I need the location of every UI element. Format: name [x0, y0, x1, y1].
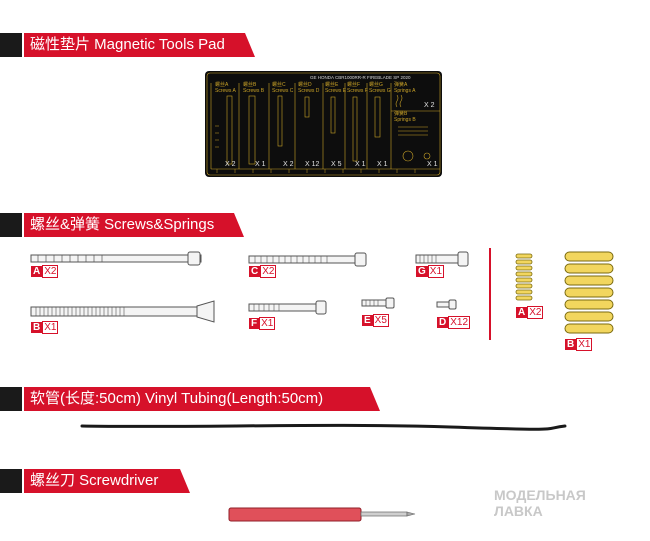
part-code: E	[362, 315, 373, 326]
pad-spring-b-cn: 弹簧B	[394, 110, 408, 117]
header-title: 磁性垫片 Magnetic Tools Pad	[24, 33, 255, 57]
screws-springs-drawing	[30, 248, 614, 340]
pad-header: GE HONDA CBR1000RR-R FIREBLADE SP 2020	[310, 75, 411, 80]
pad-col-f-cn: 螺丝F	[347, 81, 360, 88]
magnetic-tools-pad: GE HONDA CBR1000RR-R FIREBLADE SP 2020	[205, 71, 442, 177]
part-code: B	[565, 339, 577, 350]
section-header-driver: 螺丝刀 Screwdriver	[0, 469, 195, 493]
pad-col-f-en: Screws F	[347, 88, 368, 94]
screw-g	[415, 251, 469, 267]
pad-count-d: X 12	[305, 161, 320, 168]
watermark-line-1: МОДЕЛЬНАЯ	[494, 487, 586, 503]
pad-col-g-cn: 螺丝G	[369, 81, 383, 88]
pad-col-c-en: Screws C	[272, 88, 294, 94]
part-qty: X5	[372, 314, 389, 327]
part-qty: X1	[576, 338, 593, 351]
screw-f	[248, 300, 327, 315]
pad-col-c-cn: 螺丝C	[272, 81, 286, 88]
pad-col-d-en: Screws D	[298, 88, 320, 94]
part-qty: X1	[427, 265, 445, 278]
pad-drawing: GE HONDA CBR1000RR-R FIREBLADE SP 2020	[206, 72, 441, 176]
section-header-screws: 螺丝&弹簧 Screws&Springs	[0, 213, 250, 237]
header-marker	[0, 387, 22, 411]
header-title: 软管(长度:50cm) Vinyl Tubing(Length:50cm)	[24, 387, 380, 411]
vinyl-tubing	[80, 423, 567, 431]
part-code: D	[437, 317, 449, 328]
pad-count-b: X 1	[255, 161, 266, 168]
pad-spring-a-en: Springs A	[394, 88, 416, 94]
spring-b	[564, 251, 614, 334]
header-marker	[0, 33, 22, 57]
part-qty: X12	[448, 316, 471, 329]
pad-col-g-en: Screws G	[369, 88, 391, 94]
part-code: A	[516, 307, 528, 318]
pad-col-e-en: Screws E	[325, 88, 347, 94]
pad-count-spring-a: X 2	[424, 102, 435, 109]
part-code: F	[249, 318, 260, 329]
watermark-line-2: ЛАВКА	[494, 503, 543, 519]
part-qty: X1	[42, 321, 59, 334]
part-code: G	[416, 266, 428, 277]
spring-a	[515, 253, 533, 301]
header-marker	[0, 469, 22, 493]
pad-col-a-en: Screws A	[215, 88, 237, 94]
screw-e	[361, 297, 395, 309]
pad-count-c: X 2	[283, 161, 294, 168]
screw-d	[436, 299, 457, 310]
pad-spring-a-cn: 弹簧A	[394, 81, 408, 88]
part-code: C	[249, 266, 261, 277]
pad-spring-b-en: Springs B	[394, 117, 416, 123]
header-title: 螺丝&弹簧 Screws&Springs	[24, 213, 244, 237]
section-header-tubing: 软管(长度:50cm) Vinyl Tubing(Length:50cm)	[0, 387, 382, 411]
screw-b	[30, 300, 215, 323]
part-code: A	[31, 266, 43, 277]
pad-col-a-cn: 螺丝A	[215, 81, 229, 88]
pad-col-d-cn: 螺丝D	[298, 81, 312, 88]
pad-col-e-cn: 螺丝E	[325, 81, 339, 88]
watermark: МОДЕЛЬНАЯ ЛАВКА	[494, 487, 586, 519]
section-header-pad: 磁性垫片 Magnetic Tools Pad	[0, 33, 262, 57]
pad-count-f: X 1	[355, 161, 366, 168]
part-qty: X2	[260, 265, 277, 278]
screw-a	[30, 251, 202, 266]
screwdriver	[228, 507, 416, 522]
part-qty: X1	[259, 317, 276, 330]
part-qty: X2	[527, 306, 544, 319]
pad-count-spring-b: X 1	[427, 161, 438, 168]
header-marker	[0, 213, 22, 237]
header-title: 螺丝刀 Screwdriver	[24, 469, 190, 493]
pad-count-g: X 1	[377, 161, 388, 168]
part-code: B	[31, 322, 43, 333]
screw-c	[248, 252, 367, 267]
pad-col-b-en: Screws B	[243, 88, 265, 94]
pad-count-e: X 5	[331, 161, 342, 168]
part-qty: X2	[42, 265, 59, 278]
pad-col-b-cn: 螺丝B	[243, 81, 257, 88]
pad-count-a: X 2	[225, 161, 236, 168]
